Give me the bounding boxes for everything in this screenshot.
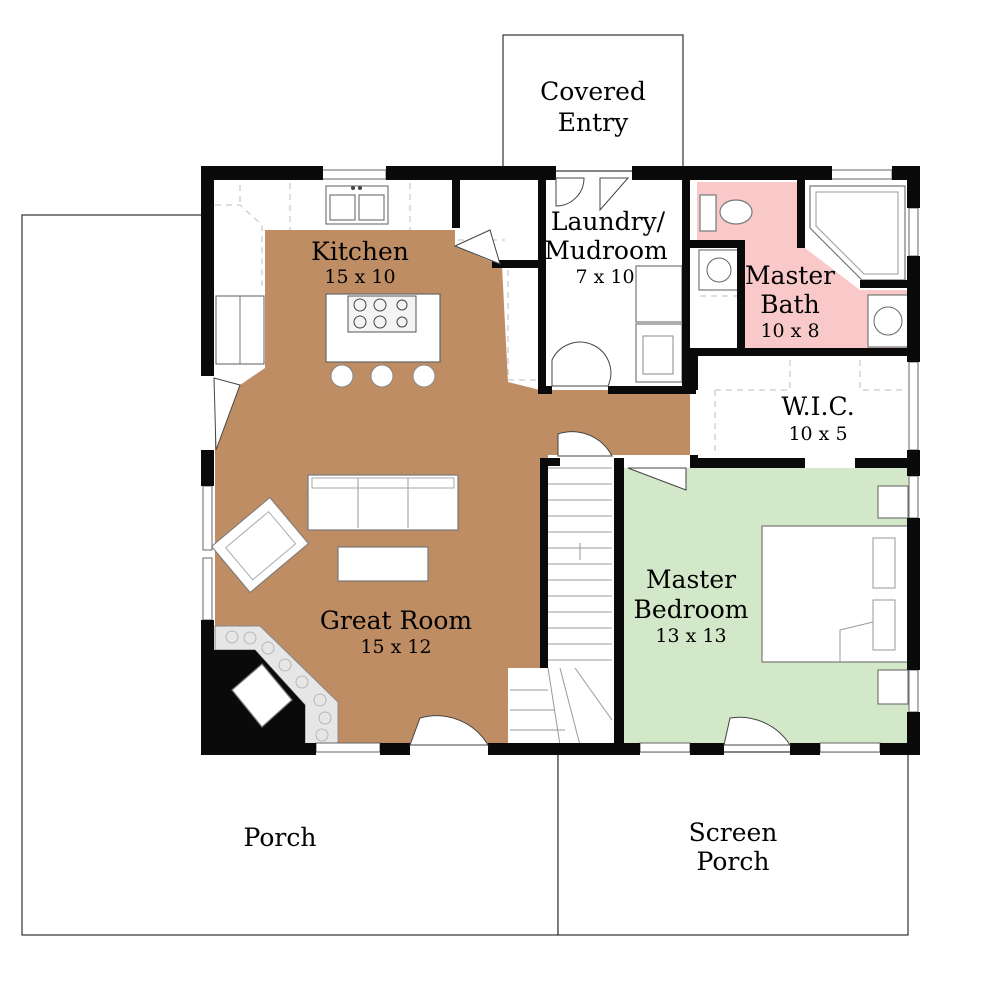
sofa: [307, 474, 459, 531]
armchair: [210, 496, 310, 594]
vanity-left: [698, 249, 740, 291]
great-room-dims: 15 x 12: [360, 636, 431, 658]
toilet-tank: [699, 194, 717, 232]
laundry-dims: 7 x 10: [575, 266, 634, 288]
master-bedroom-dims: 13 x 13: [655, 625, 726, 647]
covered-entry-label: Entry: [558, 108, 629, 137]
toilet: [719, 199, 753, 225]
master-bedroom-label: Bedroom: [634, 595, 749, 624]
porch-label: Porch: [244, 823, 317, 852]
bar-stool: [412, 364, 436, 388]
nightstand: [877, 669, 909, 705]
covered-entry-label: Covered: [540, 77, 646, 106]
dryer: [635, 323, 683, 383]
staircase: [510, 467, 613, 746]
master-bath-label: Master: [745, 261, 835, 290]
laundry-label: Mudroom: [544, 236, 668, 265]
bar-stool: [370, 364, 394, 388]
screen-porch-label: Screen: [689, 818, 778, 847]
screen-porch-label: Porch: [697, 847, 770, 876]
walls: [201, 166, 920, 755]
master-bath-dims: 10 x 8: [760, 320, 819, 342]
master-bath-floor: [697, 182, 910, 350]
screen-porch-outline: [557, 751, 909, 936]
master-bedroom-label: Master: [646, 565, 736, 594]
wic-label: W.I.C.: [781, 392, 854, 421]
hearth: [231, 663, 293, 728]
bar-stool: [330, 364, 354, 388]
kitchen-dims: 15 x 10: [324, 266, 395, 288]
kitchen-label: Kitchen: [311, 237, 409, 266]
room-labels: Covered Entry Kitchen 15 x 10 Laundry/ M…: [244, 77, 855, 876]
nightstand: [877, 485, 909, 519]
washer: [635, 265, 683, 323]
wic-dims: 10 x 5: [788, 423, 847, 445]
doors: [213, 177, 791, 746]
laundry-label: Laundry/: [551, 207, 666, 236]
kitchen-counter: [212, 182, 455, 290]
covered-entry-outline: [502, 34, 684, 172]
great-room-label: Great Room: [320, 606, 473, 635]
coffee-table: [337, 546, 429, 582]
master-bath-label: Bath: [760, 290, 819, 319]
